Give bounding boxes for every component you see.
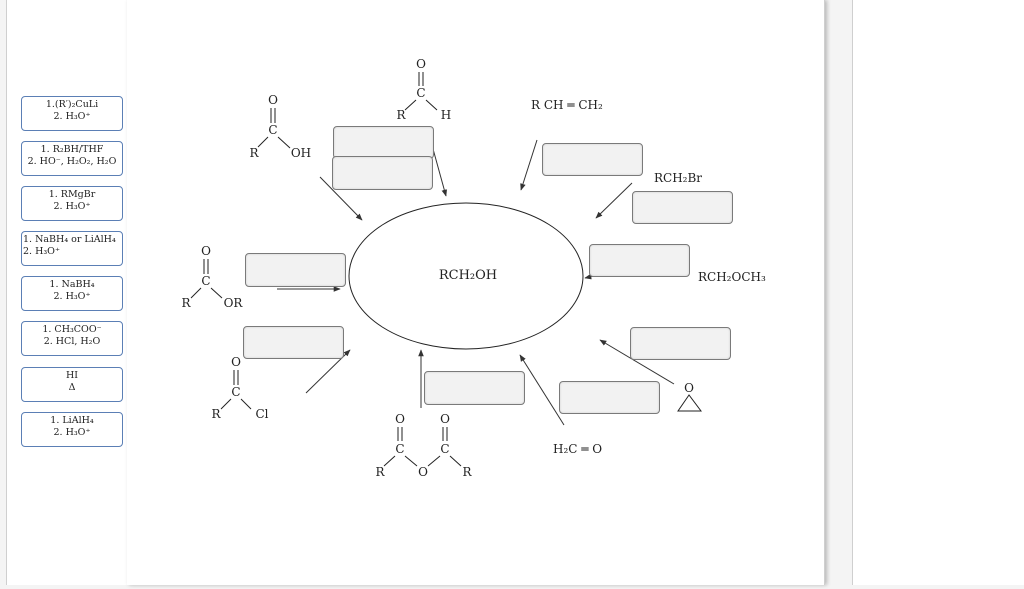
center-ellipse: [348, 202, 584, 350]
carboxylic-acid-structure: O C R OH: [249, 93, 311, 160]
reagent-panel: 1.(R′)₂CuLi 2. H₃O⁺ 1. R₂BH/THF 2. HO⁻, …: [6, 0, 128, 585]
drop-box-acid-chloride[interactable]: [243, 326, 344, 359]
drop-box-alkene[interactable]: [542, 143, 643, 176]
reagent-line-2: 2. H₃O⁺: [23, 246, 60, 257]
atom-r: R: [211, 407, 221, 421]
panel-gutter: [832, 0, 850, 585]
alkene-label: R CH ═ CH₂: [531, 98, 603, 112]
atom-or: OR: [224, 296, 244, 310]
atom-c: C: [416, 86, 425, 100]
reagent-line-2: 2. H₃O⁺: [53, 291, 91, 302]
reagent-line-2: 2. H₃O⁺: [53, 201, 91, 212]
ether-label: RCH₂OCH₃: [698, 270, 766, 284]
reagent-line-2: 2. H₃O⁺: [53, 427, 91, 438]
atom-o1: O: [395, 412, 405, 426]
reagent-card-lialh4[interactable]: 1. LiAlH₄ 2. H₃O⁺: [21, 412, 123, 447]
reagent-line-1: 1. LiAlH₄: [50, 415, 94, 426]
reagent-line-1: 1. RMgBr: [48, 189, 96, 200]
atom-r1: R: [375, 465, 385, 479]
reaction-diagram: RCH₂OH O C R H: [181, 57, 766, 479]
drop-box-bromide[interactable]: [632, 191, 733, 224]
reagent-card-cuprate[interactable]: 1.(R′)₂CuLi 2. H₃O⁺: [21, 96, 123, 131]
anhydride-structure: O O C C R O R: [375, 412, 472, 479]
reagent-line-1: 1. NaBH₄ or LiAlH₄: [23, 234, 116, 245]
atom-c: C: [268, 123, 277, 137]
atom-o: O: [416, 57, 426, 71]
atom-o2: O: [440, 412, 450, 426]
reagent-card-hi[interactable]: HI Δ: [21, 367, 123, 402]
drop-box-aldehyde[interactable]: [333, 126, 434, 159]
reagent-line-1: HI: [65, 370, 79, 381]
reagent-line-1: 1.(R′)₂CuLi: [45, 99, 99, 110]
reagent-line-2: Δ: [68, 382, 76, 393]
reagent-line-1: 1. CH₃COO⁻: [42, 324, 102, 335]
arrow-from-alkene: [520, 139, 538, 191]
reagent-card-acetate[interactable]: 1. CH₃COO⁻ 2. HCl, H₂O: [21, 321, 123, 356]
drop-box-anhydride[interactable]: [424, 371, 525, 405]
drop-box-ether[interactable]: [589, 244, 690, 277]
reagent-line-1: 1. R₂BH/THF: [40, 144, 104, 155]
epoxide-structure: O: [677, 381, 702, 412]
reagent-line-1: 1. NaBH₄: [49, 279, 95, 290]
reaction-diagram-panel: RCH₂OH O C R H: [127, 0, 825, 585]
drop-box-ester[interactable]: [245, 253, 346, 287]
formaldehyde-label: H₂C ═ O: [553, 442, 602, 456]
reagent-card-hydride[interactable]: 1. NaBH₄ or LiAlH₄ 2. H₃O⁺: [21, 231, 123, 266]
arrow-from-bromide: [595, 182, 633, 219]
arrow-from-acid: [319, 176, 363, 221]
center-label: RCH₂OH: [439, 268, 497, 283]
drop-box-formaldehyde[interactable]: [559, 381, 660, 414]
atom-cl: Cl: [255, 407, 268, 421]
atom-r: R: [249, 146, 259, 160]
atom-c: C: [201, 274, 210, 288]
reagent-card-hydroboration[interactable]: 1. R₂BH/THF 2. HO⁻, H₂O₂, H₂O: [21, 141, 123, 176]
atom-c: C: [231, 385, 240, 399]
atom-o: O: [201, 244, 211, 258]
arrow-from-formaldehyde: [519, 354, 565, 426]
ester-structure: O C R OR: [181, 244, 243, 310]
reagent-line-2: 2. H₃O⁺: [53, 111, 91, 122]
acid-chloride-structure: O C R Cl: [211, 355, 268, 421]
drop-box-acid[interactable]: [332, 156, 433, 190]
atom-o: O: [684, 381, 694, 395]
right-panel: [852, 0, 1024, 585]
atom-o: O: [231, 355, 241, 369]
aldehyde-structure: O C R H: [396, 57, 451, 122]
atom-h: H: [441, 108, 451, 122]
reagent-line-2: 2. HCl, H₂O: [43, 336, 101, 347]
arrow-from-epoxide: [599, 339, 675, 385]
alkyl-bromide-label: RCH₂Br: [654, 171, 702, 185]
atom-r2: R: [462, 465, 472, 479]
atom-r: R: [181, 296, 191, 310]
atom-r: R: [396, 108, 406, 122]
atom-o: O: [268, 93, 278, 107]
reagent-card-grignard[interactable]: 1. RMgBr 2. H₃O⁺: [21, 186, 123, 221]
reagent-line-2: 2. HO⁻, H₂O₂, H₂O: [27, 156, 117, 167]
atom-c2: C: [440, 442, 449, 456]
atom-bridge-o: O: [418, 465, 428, 479]
reagent-card-nabh4[interactable]: 1. NaBH₄ 2. H₃O⁺: [21, 276, 123, 311]
atom-oh: OH: [291, 146, 311, 160]
atom-c1: C: [395, 442, 404, 456]
drop-box-epoxide[interactable]: [630, 327, 731, 360]
